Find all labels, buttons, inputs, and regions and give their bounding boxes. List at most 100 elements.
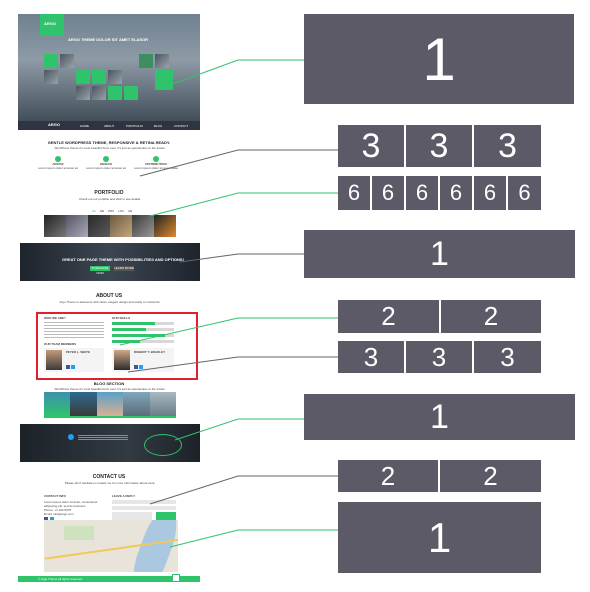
hero-tile[interactable]	[76, 86, 90, 100]
nav-item-home[interactable]: HOME	[80, 124, 89, 128]
grid-box: 6	[508, 176, 541, 210]
footer: © Argo Theme all rights reserved.	[18, 574, 200, 582]
portfolio-filter[interactable]: LOGO	[118, 209, 124, 213]
message-field[interactable]	[112, 512, 152, 520]
hero-tile[interactable]	[92, 70, 106, 84]
feature-text: Lorem ipsum dolor sit amet elasor	[86, 166, 126, 170]
distribution-icon	[153, 156, 159, 162]
grid-box: 3	[338, 125, 404, 167]
skill-bar	[112, 322, 174, 325]
blog-thumb[interactable]	[44, 392, 71, 416]
nav-item-contact[interactable]: CONTACT	[174, 124, 189, 128]
team-card: ROBERT T. BRADLEY	[112, 348, 174, 372]
contact-email: Email: info@argo.com	[44, 512, 74, 516]
avatar	[46, 350, 62, 370]
portfolio-grid	[44, 215, 176, 237]
grid-box: 1	[304, 394, 575, 440]
hero-tile[interactable]	[155, 70, 173, 90]
blog-thumb[interactable]	[96, 392, 124, 416]
hero-tile[interactable]	[60, 54, 74, 68]
portfolio-thumb[interactable]	[110, 215, 132, 237]
blog-thumb[interactable]	[123, 392, 150, 416]
facebook-icon[interactable]	[134, 365, 138, 369]
blog-thumb[interactable]	[70, 392, 97, 416]
nav-item-portfolio[interactable]: PORTFOLIO	[126, 124, 144, 128]
portfolio-filter[interactable]: ALL	[92, 209, 96, 213]
website-mockup: ARGO ARGO THEME DOLOR SIT AMET ELASOR AR…	[0, 0, 210, 592]
scroll-top-icon[interactable]	[172, 574, 180, 582]
grid-box: 3	[474, 125, 541, 167]
hero-tile[interactable]	[139, 54, 153, 68]
grid-box: 2	[338, 300, 439, 333]
portfolio-filter[interactable]: PRINT	[108, 209, 114, 213]
grid-box: 6	[372, 176, 404, 210]
twitter-section	[20, 424, 200, 462]
learn-more-button[interactable]: LEARN MORE	[114, 266, 134, 271]
stovetop-image	[144, 434, 182, 456]
hero-tile[interactable]	[108, 70, 122, 84]
portfolio-filters: ALL WEB PRINT LOGO ART	[92, 209, 132, 214]
portfolio-thumb[interactable]	[88, 215, 110, 237]
who-text	[44, 322, 104, 340]
highlight-frame	[36, 312, 198, 380]
hero-tile[interactable]	[124, 86, 138, 100]
grid-box: 3	[406, 125, 472, 167]
portfolio-thumb[interactable]	[44, 215, 66, 237]
skill-bar	[112, 334, 174, 337]
hero-tile[interactable]	[108, 86, 122, 100]
feature-item: ADVICE Lorem ipsum dolor sit amet elasor	[38, 156, 78, 178]
nav-item-about[interactable]: ABOUT	[104, 124, 115, 128]
portfolio-filter[interactable]: WEB	[99, 209, 105, 213]
twitter-icon[interactable]	[50, 517, 54, 521]
skill-fill-0	[112, 322, 156, 325]
map-park	[64, 526, 94, 540]
feature-item: DESIGN Lorem ipsum dolor sit amet elasor	[86, 156, 126, 178]
twitter-icon[interactable]	[71, 365, 75, 369]
facebook-icon[interactable]	[66, 365, 70, 369]
connector-line	[169, 529, 358, 548]
contact-info-text: Lorem ipsum dolor sit amet, consectetur …	[44, 500, 98, 508]
team-member-name: ROBERT T. BRADLEY	[134, 350, 166, 354]
skill-bar	[112, 328, 174, 331]
hero-tile[interactable]	[44, 54, 58, 68]
email-field[interactable]	[112, 506, 176, 510]
grid-box: 1	[338, 502, 541, 573]
twitter-icon[interactable]	[139, 365, 143, 369]
advice-icon	[55, 156, 61, 162]
hero-tile[interactable]	[92, 86, 106, 100]
nav-item-blog[interactable]: BLOG	[154, 124, 163, 128]
features-heading: GENTLE WORDPRESS THEME, RESPONSIVE & RET…	[47, 140, 171, 145]
hero-section: ARGO ARGO THEME DOLOR SIT AMET ELASOR	[18, 14, 200, 128]
connector-line	[149, 475, 338, 505]
twitter-icon	[68, 434, 74, 440]
portfolio-filter[interactable]: ART	[128, 209, 132, 213]
feature-text: Lorem ipsum dolor sit amet elasor	[38, 166, 78, 170]
hero-tile[interactable]	[155, 54, 169, 68]
send-button[interactable]	[156, 512, 176, 520]
connector-line	[149, 192, 358, 217]
design-icon	[103, 156, 109, 162]
map[interactable]	[44, 520, 178, 572]
portfolio-thumb[interactable]	[132, 215, 154, 237]
hero-logo[interactable]: ARGO	[40, 14, 64, 36]
about-heading: ABOUT US	[95, 293, 123, 299]
blog-grid	[44, 392, 177, 416]
hero-tile[interactable]	[76, 70, 90, 84]
nav-logo[interactable]: ARGO	[48, 123, 60, 127]
banner-title: GREAT ONE PAGE THEME WITH POSSIBILITIES …	[62, 258, 184, 262]
blog-heading: BLOG SECTION	[93, 381, 125, 386]
portfolio-thumb[interactable]	[66, 215, 88, 237]
portfolio-thumb[interactable]	[154, 215, 176, 237]
contact-phone: Phone: +1 234 5678	[44, 508, 72, 512]
team-heading: OUR TEAM MEMBERS	[44, 342, 77, 346]
nav-bar: ARGO HOME ABOUT PORTFOLIO BLOG CONTACT	[18, 121, 200, 130]
facebook-icon[interactable]	[44, 517, 48, 521]
purchase-button[interactable]: PURCHASE NOW	[90, 266, 110, 275]
grid-box: 2	[338, 460, 438, 492]
tweet-text	[78, 435, 128, 441]
portfolio-heading: PORTFOLIO	[94, 190, 124, 196]
name-field[interactable]	[112, 500, 176, 504]
blog-thumb[interactable]	[149, 392, 177, 416]
hero-tile[interactable]	[44, 70, 58, 84]
